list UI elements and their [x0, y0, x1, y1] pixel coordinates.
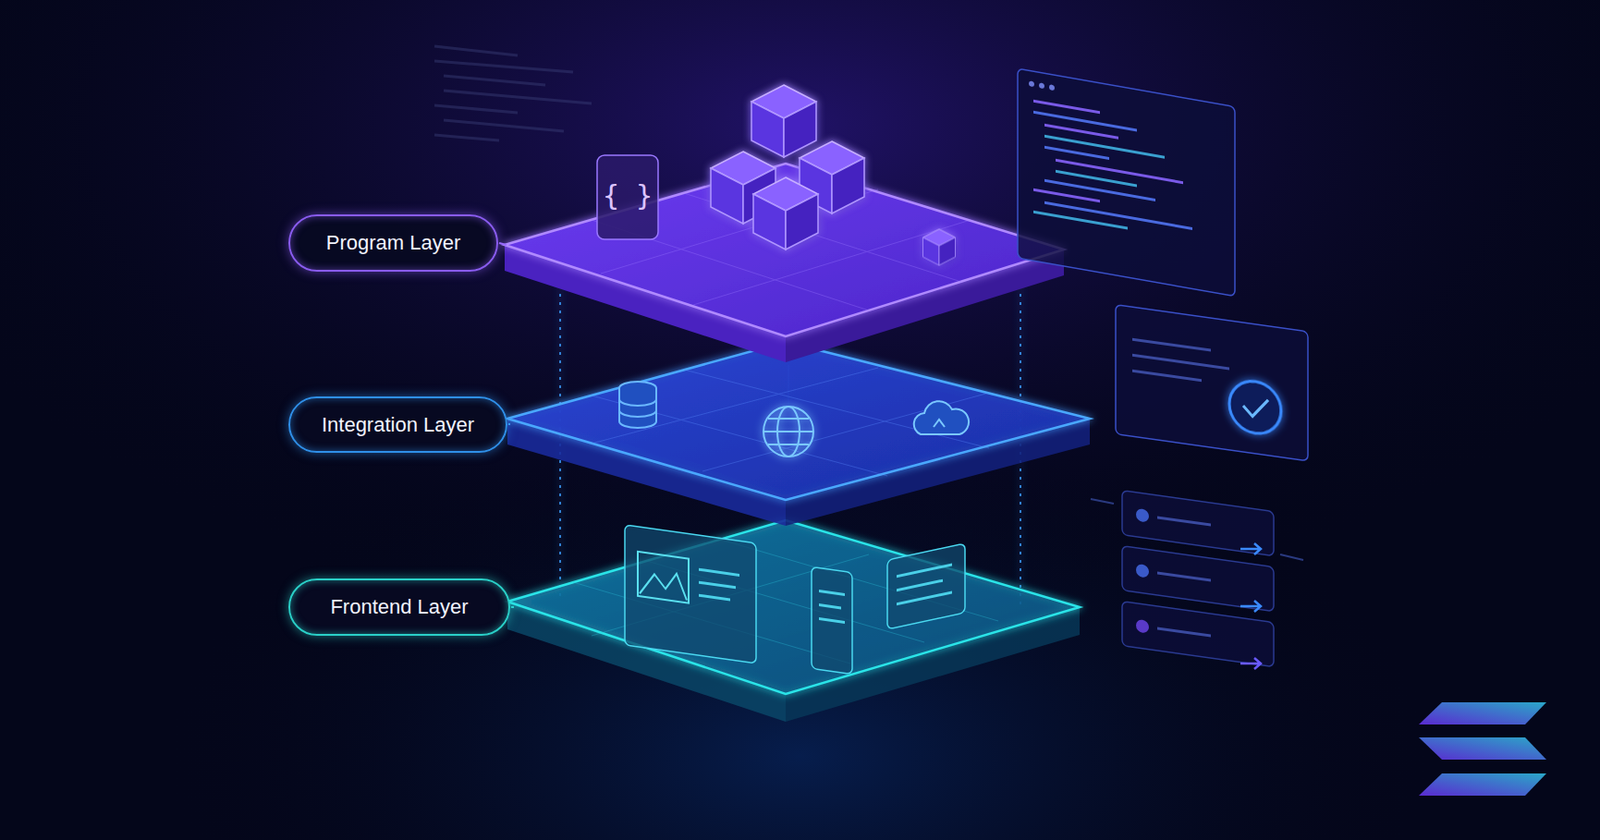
layer-label-pill: Integration Layer: [288, 396, 508, 453]
layer-label: Frontend Layer: [329, 595, 468, 620]
layer-label-pill: Frontend Layer: [288, 578, 511, 636]
layer-label: Program Layer: [326, 231, 462, 256]
layer-label: Integration Layer: [321, 413, 475, 438]
code-brace-icon: { }: [602, 179, 653, 212]
layer-label-pill: Program Layer: [288, 214, 499, 272]
